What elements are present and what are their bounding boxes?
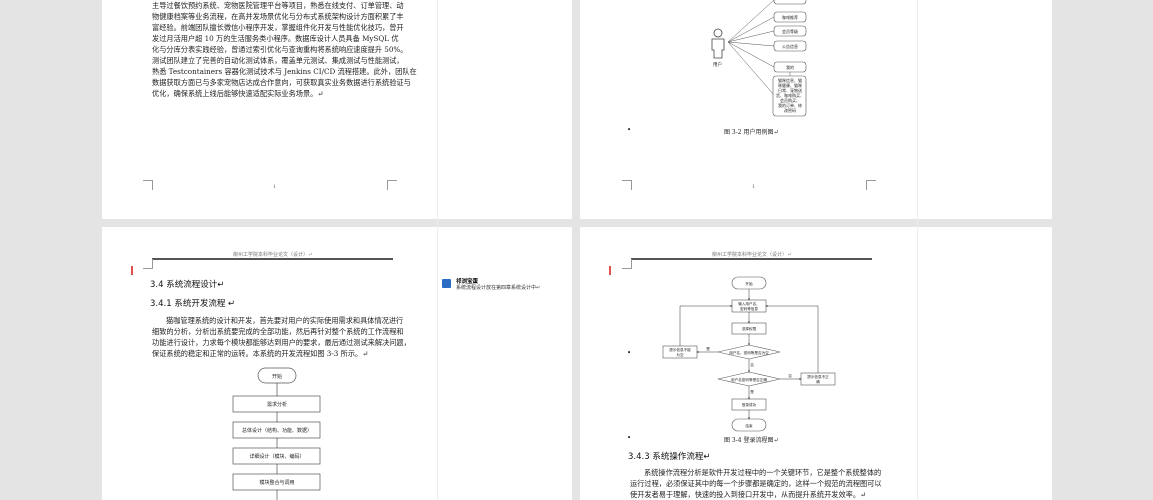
flow-label: 详细设计（模块、编码） [249,453,304,460]
flow-label: 结束 [745,423,753,428]
corner-mark [143,180,153,190]
flow-label: 开始 [745,281,753,286]
flow-decision [717,344,781,360]
page-1 [102,0,572,219]
use-case-box [773,61,807,73]
flow-label: 为空 [676,352,684,357]
corner-mark [143,259,153,269]
detail-line: 我的订单、修 [778,102,802,108]
page-header: 柳州工学院本科毕业论文（设计）↵ [233,252,313,258]
paragraph-line: 数据获取方面已与多家宠物店达成合作意向，可获取真实业务数据进行系统验证与 [152,78,411,87]
use-case-box [773,40,807,52]
flow-box [232,447,321,465]
paragraph-line: 熟悉 Testcontainers 容器化测试技术与 Jenkins CI/CD… [152,67,417,76]
flow-label: 输入用户名、 [738,301,760,306]
page-3 [102,227,572,500]
use-case-label: 我的 [786,64,794,70]
use-case-label: 咖啡推荐 [782,14,798,20]
flow-label: 提示信息不能 [669,347,691,352]
flow-yes-label: 是 [706,346,710,351]
corner-mark [622,259,632,269]
flow-no-label: 否 [750,363,754,367]
corner-mark [387,180,397,190]
paragraph-line: 发过月活用户超 10 万的生活服务类小程序。数据库设计人员具备 MySQL 优 [152,34,399,43]
paragraph-line: 化与分库分表实践经验，曾通过索引优化与查询重构将系统响应速度提升 50%。 [152,45,408,54]
figure-caption: 图 3-4 登录流程图↵ [724,437,779,444]
section-heading[interactable]: 3.4 系统流程设计↵ [150,280,225,290]
page-4 [580,227,1052,500]
actor-icon [711,28,725,59]
use-case-box [773,0,807,5]
flow-label: 需求分析 [267,401,287,408]
detail-line: 猫咪信息、猫 [778,77,802,83]
paragraph-line: 测试团队建立了完善的自动化测试体系，覆盖单元测试、集成测试与性能测试， [152,56,404,65]
subsection-heading[interactable]: 3.4.1 系统开发流程 ↵ [150,299,236,309]
flow-box [232,473,321,491]
paragraph-line: 运行过程，必须保证其中的每一个步骤都是确定的，这样一个规范的流程图可以 [630,479,882,488]
flow-label: 确 [816,379,820,384]
paragraph-line: 猫咖管理系统的设计和开发，首先要对用户的实际使用需求和具体情况进行 [166,316,404,325]
comment-author: 祁浏宝蛋 [456,279,479,285]
flow-box [232,421,321,439]
margin-line [437,0,438,500]
flow-box [232,395,321,413]
paragraph-line: 保证系统的稳定和正常的运转。本系统的开发流程如图 3-3 所示。↵ [152,349,369,358]
flow-label: 密码等信息 [740,306,758,311]
paragraph-line: 主导过餐饮预约系统、宠物医院管理平台等项目，熟悉在线支付、订单管理、动 [152,1,404,10]
corner-mark [866,180,876,190]
detail-line: 会员购买、 [780,97,800,103]
page-number: 1 [273,184,277,190]
use-case-diagram: 用户 咖啡推荐 会员等级 公告信息 我的 猫咪信息、猫 咪健康、猫咪 日常、宠物… [711,0,807,117]
use-case-box [773,25,807,37]
flow-label: 提示信息不正 [807,374,829,379]
header-rule [631,258,872,260]
bullet: • [627,349,632,357]
flow-label: 用户名、密码等是否为空 [729,350,769,355]
corner-mark [622,180,632,190]
use-case-label: 公告信息 [782,43,798,49]
page-header: 柳州工学院本科毕业论文（设计）↵ [712,252,792,258]
paragraph-line: 优化，确保系统上线后能够快速适配实际业务场景。↵ [152,89,324,98]
use-case-box [773,11,807,23]
figure-caption: 图 3-2 用户用例图↵ [724,129,779,136]
comment-text: 系统流程设计放在第四章系统设计中↵ [456,285,541,291]
paragraph-line: 富经验。前端团队擅长微信小程序开发，掌握组件化开发与性能优化技巧，曾开 [152,23,404,32]
bullet: • [627,434,632,442]
page-number: 1 [752,184,756,190]
header-rule [152,258,393,260]
bullet: • [627,126,632,134]
paragraph-line: 物健康档案等业务流程，在高并发场景优化与分布式系统架构设计方面积累了丰 [152,12,404,21]
flow-yes-label: 是 [750,389,754,394]
paragraph-line: 细致的分析，分析出系统要完成的全部功能，然后再针对整个系统的工作流程和 [152,327,404,336]
dev-flowchart: 开始 需求分析 总体设计（结构、功能、数据） 详细设计（模块、编码） 模块整合与… [232,367,321,500]
paragraph-line: 系统操作流程分析是软件开发过程中的一个关键环节，它是整个系统整体的 [644,468,882,477]
user-avatar-icon [442,279,451,288]
flow-no-label: 否 [788,374,792,378]
paragraph-line: 功能进行设计，力求每个模块都能够达到用户的要求，最后通过测试来解决问题， [152,338,411,347]
revision-mark [609,266,611,275]
login-flowchart: 开始 输入用户名、 密码等信息 选择权限 用户名、密码等是否为空 提示信息不能 … [662,276,836,432]
paragraph-line: 使开发者易于理解，快速的投入到接口开发中，从而提升系统开发效率。↵ [630,490,867,499]
detail-line: 改密码 [784,107,796,113]
detail-line: 货、咖啡购买、 [776,92,804,98]
actor-label: 用户 [713,61,722,68]
flow-label: 选择权限 [742,326,757,331]
page-2 [580,0,1052,219]
use-case-detail-box [772,75,807,117]
detail-line: 日常、宠物送 [778,87,802,93]
flow-label: 总体设计（结构、功能、数据） [242,427,312,434]
flow-label: 登录成功 [742,402,757,407]
flow-label: 用户名密码等是否正确 [731,377,767,382]
margin-line [917,0,918,500]
subsection-heading[interactable]: 3.4.3 系统操作流程↵ [628,452,711,462]
use-case-label: 会员等级 [782,28,798,34]
revision-mark [131,266,133,275]
flow-label: 模块整合与调用 [259,479,294,486]
flow-label: 开始 [272,373,282,380]
detail-line: 咪健康、猫咪 [778,82,802,88]
